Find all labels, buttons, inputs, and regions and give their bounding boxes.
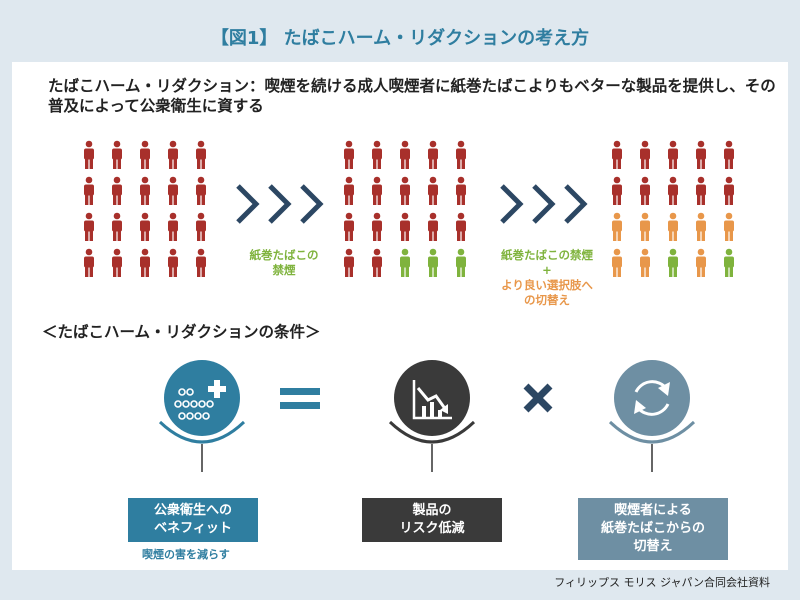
caption-quit-and-switch: 紙巻たばこの禁煙 + より良い選択肢へ の切替え [482,248,612,308]
person-icon [666,212,680,242]
switch-cycle-icon [608,360,696,472]
person-icon [194,140,208,170]
person-icon [694,212,708,242]
person-icon [194,176,208,206]
person-icon [342,248,356,278]
person-icon [610,176,624,206]
person-icon [694,248,708,278]
person-icon [426,176,440,206]
condition-label-risk-reduction: 製品の リスク低減 [362,498,502,542]
person-icon [110,140,124,170]
person-icon [426,212,440,242]
person-icon [342,212,356,242]
person-icon [610,140,624,170]
person-icon [694,176,708,206]
person-icon [638,212,652,242]
person-icon [194,212,208,242]
person-icon [82,212,96,242]
person-icon [342,176,356,206]
chevron-arrows-icon [500,184,588,224]
person-icon [722,140,736,170]
lead-text: たばこハーム・リダクション：喫煙を続ける成人喫煙者に紙巻たばこよりもベターな製品… [48,77,776,115]
person-icon [194,248,208,278]
figure-title: 【図1】 たばこハーム・リダクションの考え方 [210,28,590,49]
person-icon [370,248,384,278]
person-icon [426,140,440,170]
person-icon [138,140,152,170]
person-icon [666,140,680,170]
person-icon [166,248,180,278]
person-icon [138,248,152,278]
person-icon [370,140,384,170]
condition-public-health: 公衆衛生への ベネフィット 喫煙の害を減らす [122,352,282,562]
person-icon [722,212,736,242]
person-icon [82,176,96,206]
condition-switching: 喫煙者による 紙巻たばこからの 切替え [572,352,742,567]
caption-plus: + [542,263,552,277]
equals-operator [280,384,320,414]
person-icon [398,176,412,206]
person-icon [694,140,708,170]
people-group-before [82,140,222,290]
person-icon [454,212,468,242]
person-icon [138,176,152,206]
source-credit: フィリップス モリス ジャパン合同会社資料 [554,576,770,589]
person-icon [638,140,652,170]
caption-quit-smoking: 紙巻たばこの 禁煙 [249,248,319,277]
person-icon [398,212,412,242]
person-icon [722,176,736,206]
caption-switch-line: より良い選択肢へ の切替え [501,278,593,307]
chevron-arrows-icon [236,184,324,224]
person-icon [454,176,468,206]
person-icon [638,248,652,278]
risk-reduction-chart-icon [388,360,476,472]
public-health-icon [158,360,246,472]
person-icon [638,176,652,206]
condition-label-public-health: 公衆衛生への ベネフィット [128,498,258,542]
main-panel: たばこハーム・リダクション：喫煙を続ける成人喫煙者に紙巻たばこよりもベターな製品… [12,62,788,570]
person-icon [166,176,180,206]
person-icon [370,212,384,242]
condition-risk-reduction: 製品の リスク低減 [352,352,512,562]
person-icon [342,140,356,170]
caption-quit-line: 紙巻たばこの禁煙 [501,248,593,262]
person-icon [110,176,124,206]
person-icon [610,212,624,242]
person-icon [398,140,412,170]
person-icon [426,248,440,278]
person-icon [110,212,124,242]
person-icon [370,176,384,206]
person-icon [454,140,468,170]
people-group-quit [342,140,482,290]
conditions-title: ＜たばこハーム・リダクションの条件＞ [42,323,321,341]
person-icon [166,212,180,242]
people-group-switched [610,140,750,290]
person-icon [454,248,468,278]
person-icon [666,176,680,206]
person-icon [722,248,736,278]
multiply-operator [522,382,554,414]
person-icon [666,248,680,278]
person-icon [82,248,96,278]
condition-label-switching: 喫煙者による 紙巻たばこからの 切替え [578,498,728,560]
person-icon [166,140,180,170]
person-icon [398,248,412,278]
condition-note: 喫煙の害を減らす [142,548,230,561]
person-icon [82,140,96,170]
person-icon [610,248,624,278]
person-icon [138,212,152,242]
person-icon [110,248,124,278]
